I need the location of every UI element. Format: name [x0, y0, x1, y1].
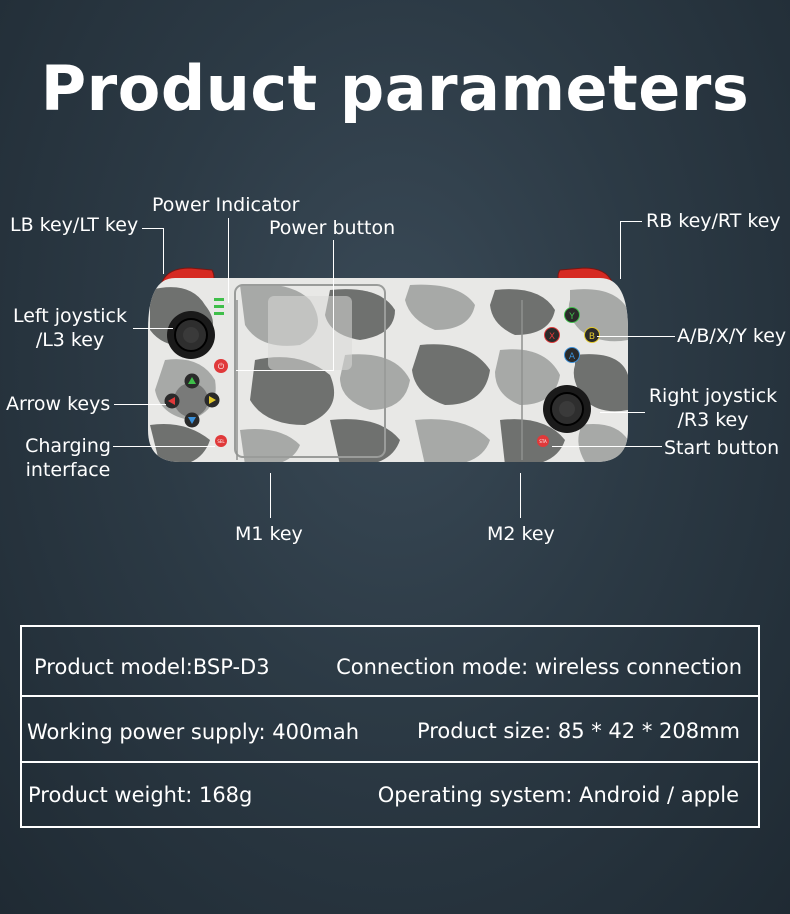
- label-m2-key: M2 key: [487, 523, 555, 545]
- spec-product-weight: Product weight: 168g: [28, 783, 253, 807]
- label-charging-line1: Charging: [25, 435, 111, 457]
- spec-row-3: Product weight: 168g Operating system: A…: [22, 761, 758, 828]
- callout-line-rb-vertical: [620, 221, 621, 279]
- callout-line-power-button: [333, 240, 334, 370]
- callout-line-rb: [620, 221, 642, 222]
- power-button: [214, 359, 228, 373]
- select-button: [215, 435, 227, 447]
- callout-line-arrow: [114, 404, 166, 405]
- label-m1-key: M1 key: [235, 523, 303, 545]
- callout-line-lb: [142, 228, 164, 229]
- spec-product-model: Product model:BSP-D3: [34, 655, 270, 679]
- start-button: [537, 435, 549, 447]
- callout-line-right-joystick: [600, 412, 645, 413]
- b-button-label: B: [589, 332, 595, 342]
- spec-connection-mode: Connection mode: wireless connection: [336, 655, 742, 679]
- spec-row-2: Working power supply: 400mah Product siz…: [22, 695, 758, 763]
- label-arrow-keys: Arrow keys: [6, 393, 111, 415]
- label-charging-interface: Charging interface: [18, 434, 118, 482]
- label-lb-key: LB key/LT key: [10, 214, 139, 236]
- spec-product-size: Product size: 85 * 42 * 208mm: [416, 719, 740, 743]
- label-right-joystick-line2: /R3 key: [677, 409, 749, 431]
- callout-line-power-button-horizontal: [236, 370, 334, 371]
- spec-power-supply: Working power supply: 400mah: [27, 720, 360, 744]
- label-charging-line2: interface: [25, 459, 111, 481]
- spec-table: Product model:BSP-D3 Connection mode: wi…: [20, 625, 760, 828]
- label-left-joystick: Left joystick /L3 key: [8, 304, 132, 352]
- spec-operating-system: Operating system: Android / apple: [377, 783, 739, 807]
- svg-text:⏻: ⏻: [218, 362, 225, 371]
- callout-line-m1: [270, 473, 271, 518]
- start-button-label: STA: [539, 439, 547, 444]
- label-start-button: Start button: [664, 437, 780, 459]
- label-rb-key: RB key/RT key: [646, 210, 781, 232]
- phone-bay: [234, 284, 386, 458]
- select-button-label: SEL: [217, 439, 225, 444]
- callout-line-abxy: [597, 336, 675, 337]
- label-power-button: Power button: [269, 217, 396, 239]
- label-right-joystick: Right joystick /R3 key: [646, 384, 780, 432]
- label-power-indicator: Power Indicator: [152, 194, 300, 216]
- label-right-joystick-line1: Right joystick: [648, 385, 778, 407]
- callout-line-charging: [113, 446, 215, 447]
- x-button-label: X: [549, 332, 555, 342]
- label-abxy-key: A/B/X/Y key: [677, 325, 787, 347]
- callout-line-power-indicator: [228, 218, 229, 303]
- y-button-label: Y: [568, 312, 575, 322]
- callout-line-start: [552, 446, 662, 447]
- callout-line-m2: [520, 473, 521, 518]
- a-button-label: A: [569, 352, 576, 362]
- spec-row-1: Product model:BSP-D3 Connection mode: wi…: [22, 627, 758, 695]
- callout-line-left-joystick: [133, 328, 173, 329]
- label-left-joystick-line1: Left joystick: [12, 305, 127, 327]
- label-left-joystick-line2: /L3 key: [35, 329, 105, 351]
- callout-line-lb-vertical: [163, 228, 164, 274]
- page-title: Product parameters: [40, 52, 750, 125]
